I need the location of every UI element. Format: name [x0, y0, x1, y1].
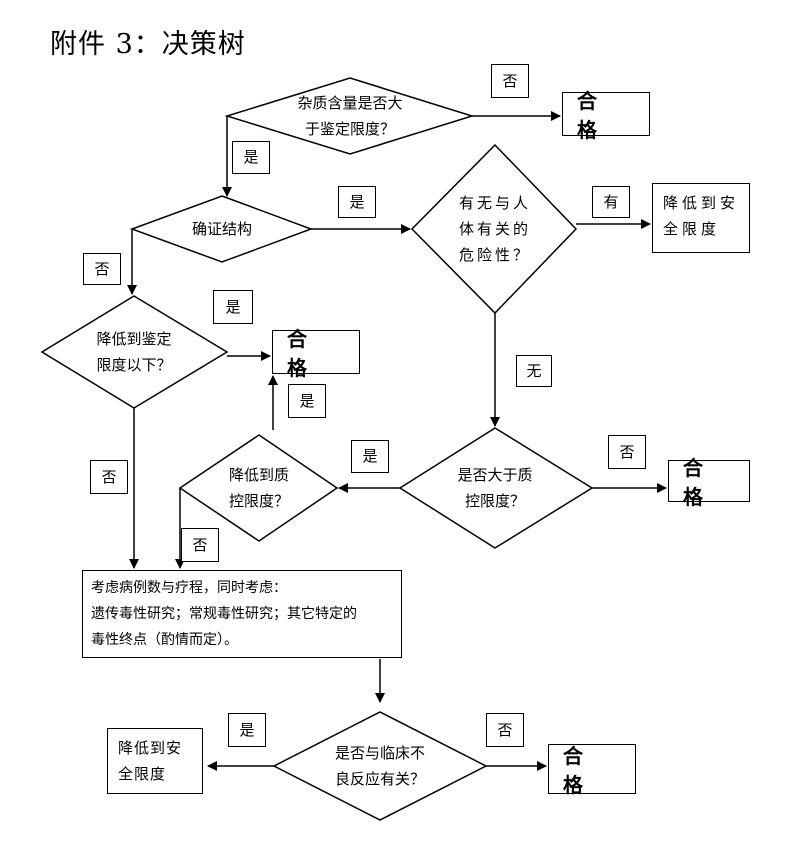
text-line: 考虑病例数与疗程，同时考虑： [91, 580, 287, 596]
text-line: 降低到质 [228, 466, 289, 484]
edge-label-has: 有 [592, 186, 630, 218]
text-line: 遗传毒性研究；常规毒性研究；其它特定的 [91, 606, 357, 622]
text-line: 控限度？ [228, 492, 289, 510]
edge-label-no: 否 [181, 528, 219, 562]
edge-label-yes: 是 [228, 713, 266, 747]
node-exceed-qc-text: 是否大于质 控限度？ [440, 462, 550, 514]
text-line: 确证结构 [191, 220, 252, 238]
text-line: 杂质含量是否大 [297, 94, 403, 112]
text-line: 毒性终点（酌情而定）。 [91, 632, 238, 648]
edge-label-none: 无 [516, 355, 552, 387]
diamond-reduce-qc [178, 434, 339, 542]
edge-label-yes: 是 [338, 186, 376, 218]
node-adverse-text: 是否与临床不 良反应有关？ [318, 740, 442, 792]
node-impurity-text: 杂质含量是否大 于鉴定限度？ [270, 90, 430, 142]
text-line: 于鉴定限度？ [304, 120, 395, 138]
pass-box: 合 格 [272, 327, 360, 380]
node-structure-text: 确证结构 [170, 216, 274, 242]
diamond-structure [129, 195, 314, 263]
safe-limit-box: 降低到安全限度 [107, 728, 203, 794]
diamond-impurity [224, 77, 475, 155]
consideration-box: 考虑病例数与疗程，同时考虑： 遗传毒性研究；常规毒性研究；其它特定的 毒性终点（… [82, 570, 402, 658]
text-line: 降低到鉴定 [96, 330, 172, 348]
edge-label-no: 否 [90, 460, 128, 494]
text-line: 是否大于质 [457, 466, 533, 484]
edge-label-yes: 是 [232, 141, 270, 174]
edge-label-yes: 是 [288, 384, 326, 418]
text-line: 良反应有关？ [334, 770, 425, 788]
diamond-exceed-qc [398, 427, 594, 549]
diamond-adverse [272, 711, 488, 821]
text-line: 控限度？ [464, 492, 525, 510]
edge-label-no: 否 [83, 253, 121, 285]
edge-label-yes: 是 [213, 290, 253, 324]
edge-label-yes: 是 [351, 440, 389, 473]
edge-label-no: 否 [608, 435, 646, 469]
node-reduce-qc-text: 降低到质 控限度？ [214, 462, 304, 514]
edge-label-no: 否 [491, 64, 529, 98]
node-reduce-text: 降低到鉴定 限度以下？ [74, 326, 194, 378]
safe-limit-box: 降低到安全限度 [652, 183, 750, 253]
page-title: 附件 3：决策树 [50, 29, 246, 60]
pass-box: 合 格 [668, 456, 750, 509]
text-line: 限度以下？ [96, 356, 172, 374]
text-line: 是否与临床不 [334, 744, 425, 762]
node-related-text: 有无与人 体有关的 危险性？ [440, 190, 550, 268]
text-line: 有无与人 [458, 194, 531, 212]
text-line: 体有关的 [458, 220, 531, 238]
pass-box: 合 格 [548, 744, 636, 797]
text-line: 危险性？ [458, 246, 531, 264]
pass-box: 合 格 [562, 89, 650, 142]
edge-label-no: 否 [486, 713, 524, 747]
